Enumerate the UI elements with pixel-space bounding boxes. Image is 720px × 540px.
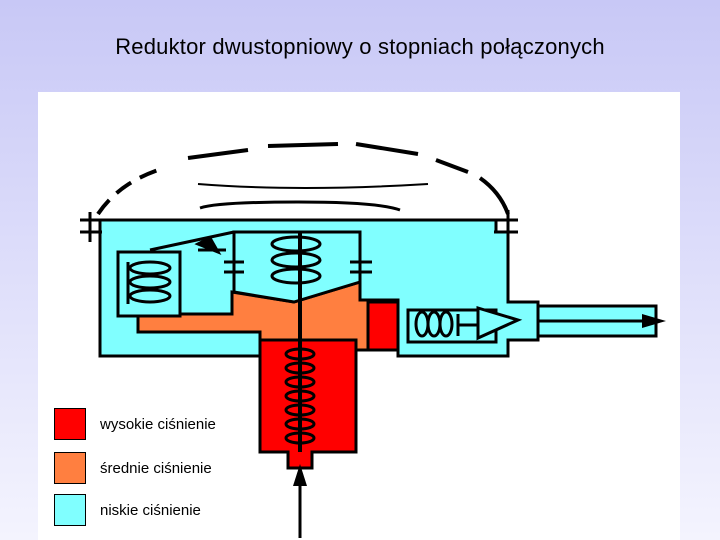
legend-swatch-high	[54, 408, 86, 440]
legend-label-medium: średnie ciśnienie	[100, 460, 212, 477]
high-pressure-valve-block	[366, 300, 400, 352]
legend-item-high: wysokie ciśnienie	[52, 408, 256, 442]
outer-dome-dashes	[96, 142, 510, 216]
high-pressure-chamber	[258, 338, 358, 470]
legend-item-low: niskie ciśnienie	[52, 494, 256, 528]
legend-item-medium: średnie ciśnienie	[52, 452, 256, 486]
diagram-panel: wysokie ciśnienie średnie ciśnienie nisk…	[38, 92, 680, 540]
left-spring	[126, 260, 172, 304]
pressure-reducer-diagram	[80, 142, 666, 538]
slide-title: Reduktor dwustopniowy o stopniach połącz…	[115, 34, 605, 59]
membrane-cap	[199, 200, 401, 212]
legend-swatch-medium	[54, 452, 86, 484]
housing-flanges	[80, 210, 518, 242]
central-spring	[270, 235, 322, 285]
inner-flanges	[224, 260, 372, 274]
pressure-legend: wysokie ciśnienie średnie ciśnienie nisk…	[52, 382, 256, 540]
legend-swatch-low	[54, 494, 86, 526]
outlet-flow-arrow	[538, 314, 666, 328]
outlet-valve	[406, 305, 523, 344]
inner-dome-line	[197, 183, 429, 189]
inlet-flow-arrow	[293, 464, 307, 538]
legend-label-high: wysokie ciśnienie	[100, 416, 216, 433]
legend-label-low: niskie ciśnienie	[100, 502, 201, 519]
